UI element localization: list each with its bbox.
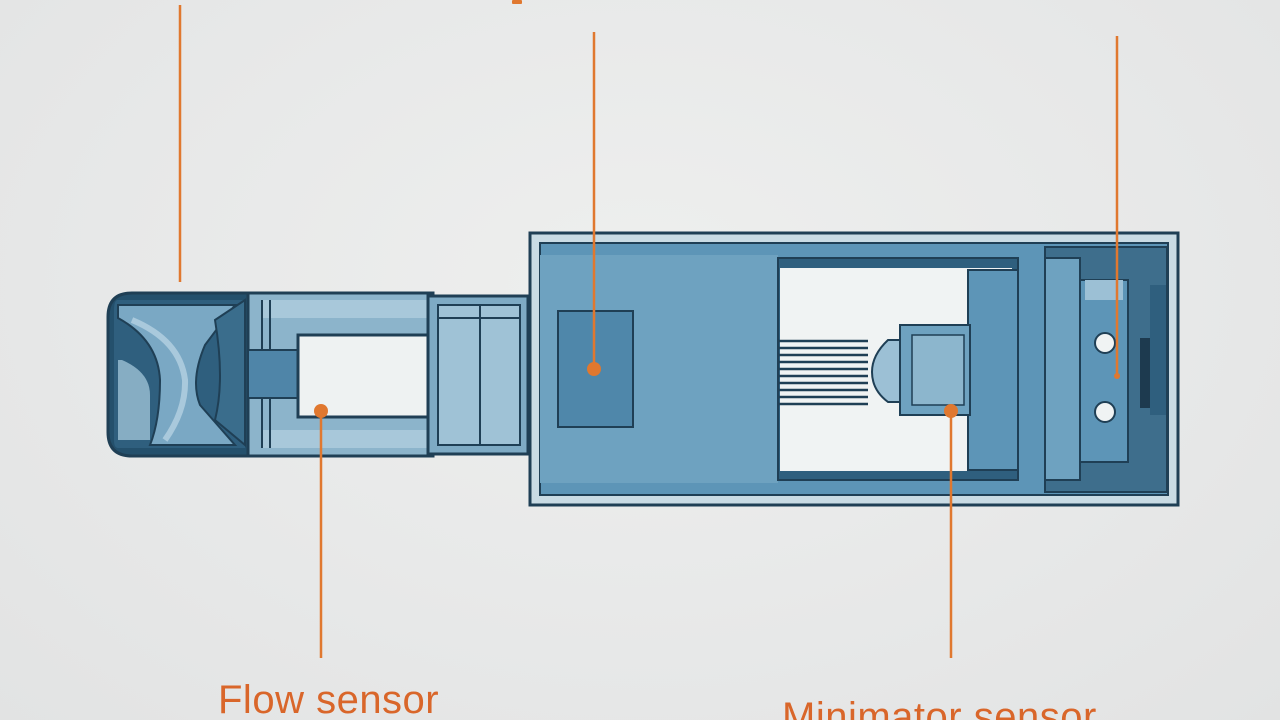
leader-lines xyxy=(178,5,1119,658)
minimator-sensor-head xyxy=(870,269,1019,471)
minimator-sensor-label: Minimator sensor xyxy=(782,695,1097,720)
leader-markers xyxy=(314,0,1120,418)
top-label-fragment xyxy=(512,0,522,4)
coupling-collar xyxy=(426,294,530,456)
flow-tube xyxy=(246,291,435,458)
marker-electronics xyxy=(587,362,601,376)
marker-connector xyxy=(1114,373,1120,379)
sensor-fins xyxy=(778,339,868,406)
marker-flow-sensor xyxy=(314,404,328,418)
intake-nozzle xyxy=(106,291,252,458)
flow-sensor-label: Flow sensor xyxy=(218,678,440,720)
marker-minimator-sensor xyxy=(944,404,958,418)
main-housing xyxy=(528,231,1180,507)
